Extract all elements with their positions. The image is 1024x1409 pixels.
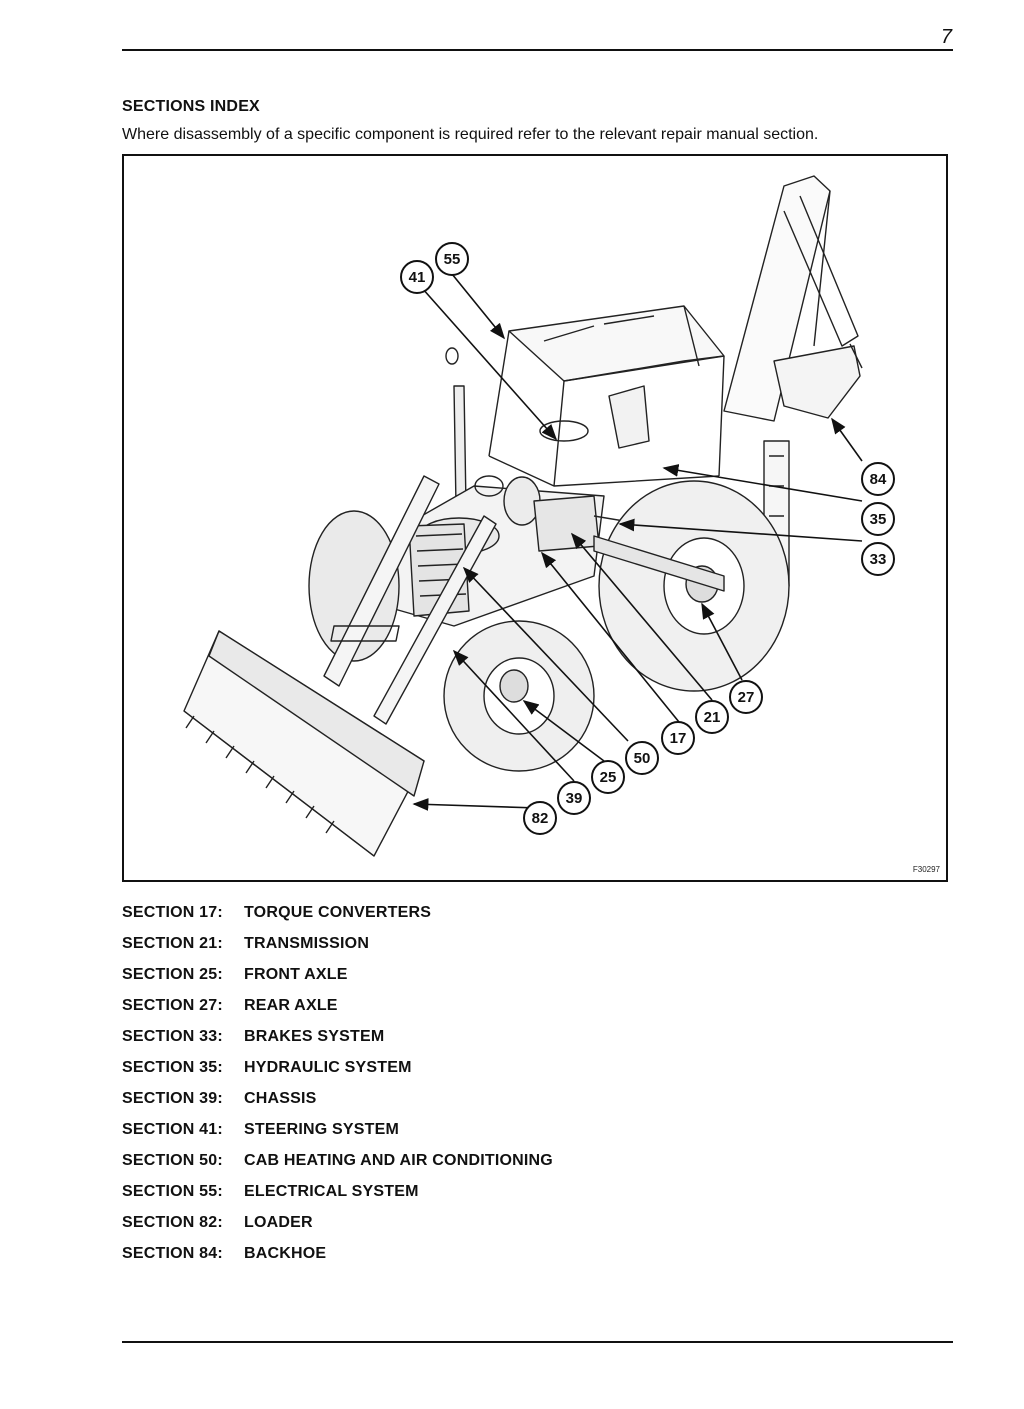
section-title: STEERING SYSTEM	[244, 1121, 400, 1138]
bottom-rule	[122, 1341, 953, 1343]
sections-list: SECTION 17: TORQUE CONVERTERS SECTION 21…	[122, 904, 553, 1276]
list-item: SECTION 21: TRANSMISSION	[122, 935, 553, 966]
section-title: LOADER	[244, 1214, 313, 1231]
section-label: SECTION 39:	[122, 1090, 223, 1107]
top-rule	[122, 49, 953, 51]
callout-84: 84	[870, 471, 887, 488]
section-title: FRONT AXLE	[244, 966, 348, 983]
callout-35: 35	[870, 511, 887, 528]
section-label: SECTION 55:	[122, 1183, 223, 1200]
section-label: SECTION 17:	[122, 904, 223, 921]
backhoe-loader-figure: 55 41 84 35 33 27 21 17 50 25 39 82 F302…	[122, 154, 948, 882]
section-label: SECTION 25:	[122, 966, 223, 983]
list-item: SECTION 50: CAB HEATING AND AIR CONDITIO…	[122, 1152, 553, 1183]
section-title: TORQUE CONVERTERS	[244, 904, 432, 921]
section-title: ELECTRICAL SYSTEM	[244, 1183, 419, 1200]
figure-code: F30297	[912, 865, 940, 874]
list-item: SECTION 35: HYDRAULIC SYSTEM	[122, 1059, 553, 1090]
section-title: HYDRAULIC SYSTEM	[244, 1059, 412, 1076]
list-item: SECTION 25: FRONT AXLE	[122, 966, 553, 997]
callout-17: 17	[670, 730, 687, 747]
section-label: SECTION 35:	[122, 1059, 223, 1076]
list-item: SECTION 39: CHASSIS	[122, 1090, 553, 1121]
list-item: SECTION 84: BACKHOE	[122, 1245, 553, 1276]
list-item: SECTION 41: STEERING SYSTEM	[122, 1121, 553, 1152]
list-item: SECTION 17: TORQUE CONVERTERS	[122, 904, 553, 935]
callout-50: 50	[634, 750, 651, 767]
section-label: SECTION 33:	[122, 1028, 223, 1045]
section-title: CHASSIS	[244, 1090, 317, 1107]
callout-27: 27	[738, 689, 755, 706]
callout-25: 25	[600, 769, 617, 786]
page-title: SECTIONS INDEX	[122, 98, 260, 115]
list-item: SECTION 55: ELECTRICAL SYSTEM	[122, 1183, 553, 1214]
list-item: SECTION 27: REAR AXLE	[122, 997, 553, 1028]
intro-text: Where disassembly of a specific componen…	[122, 126, 819, 143]
callout-82: 82	[532, 810, 549, 827]
section-title: REAR AXLE	[244, 997, 338, 1014]
section-label: SECTION 50:	[122, 1152, 223, 1169]
section-label: SECTION 82:	[122, 1214, 223, 1231]
section-title: BACKHOE	[244, 1245, 327, 1262]
list-item: SECTION 82: LOADER	[122, 1214, 553, 1245]
callout-33: 33	[870, 551, 887, 568]
callout-39: 39	[566, 790, 583, 807]
list-item: SECTION 33: BRAKES SYSTEM	[122, 1028, 553, 1059]
section-label: SECTION 84:	[122, 1245, 223, 1262]
section-label: SECTION 27:	[122, 997, 223, 1014]
section-title: TRANSMISSION	[244, 935, 370, 952]
callout-21: 21	[704, 709, 721, 726]
section-label: SECTION 21:	[122, 935, 223, 952]
section-label: SECTION 41:	[122, 1121, 223, 1138]
callout-41: 41	[409, 269, 426, 286]
page-number: 7	[940, 26, 952, 48]
section-title: BRAKES SYSTEM	[244, 1028, 385, 1045]
section-title: CAB HEATING AND AIR CONDITIONING	[244, 1152, 553, 1169]
backhoe-illustration: 55 41 84 35 33 27 21 17 50 25 39 82	[183, 175, 895, 857]
callout-55: 55	[444, 251, 461, 268]
